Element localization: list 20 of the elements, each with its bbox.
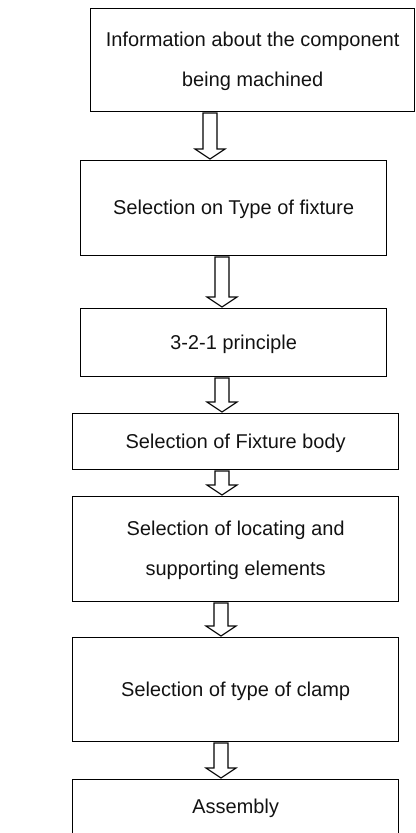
block-arrow bbox=[204, 470, 240, 496]
block-arrow bbox=[192, 112, 228, 160]
process-box bbox=[80, 308, 387, 377]
step-text: Selection on Type of fixture bbox=[112, 196, 355, 221]
step-text: Information about the component being machined bbox=[104, 28, 400, 93]
process-box bbox=[72, 637, 399, 742]
block-arrow bbox=[204, 377, 240, 413]
step-text: Assembly bbox=[191, 794, 280, 820]
process-box bbox=[72, 779, 399, 833]
block-arrow bbox=[204, 256, 240, 308]
step-text: Selection of locating and supporting elements bbox=[126, 517, 346, 582]
step-text: Selection of Fixture body bbox=[124, 430, 347, 454]
block-arrow bbox=[204, 602, 238, 637]
process-box bbox=[72, 413, 399, 470]
process-box bbox=[72, 496, 399, 602]
block-arrow bbox=[204, 742, 238, 779]
step-text: Selection of type of clamp bbox=[120, 678, 351, 702]
process-box bbox=[80, 160, 387, 256]
step-text: 3-2-1 principle bbox=[169, 330, 298, 356]
process-box bbox=[90, 8, 415, 112]
